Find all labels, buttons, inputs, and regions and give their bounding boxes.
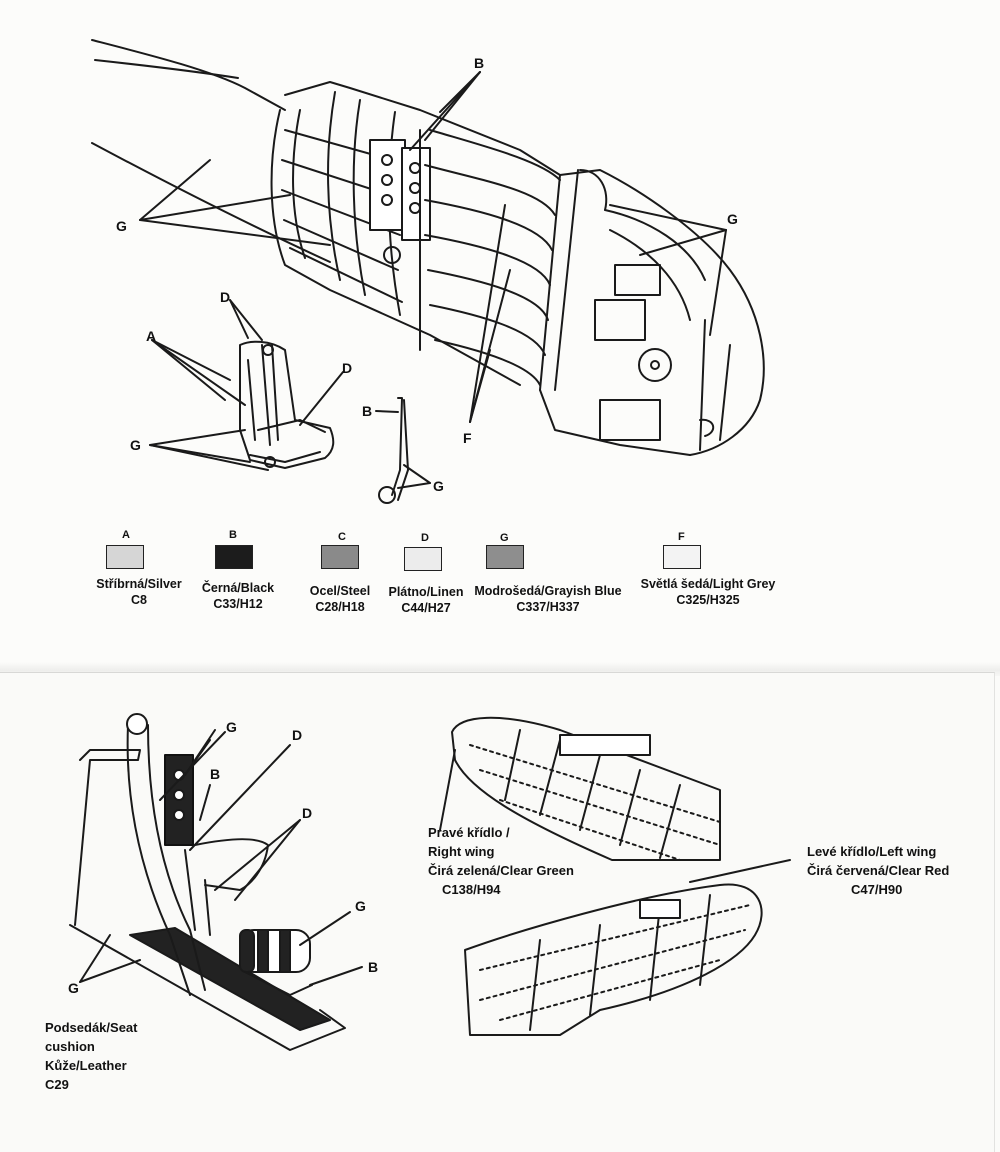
pedal-drawing	[375, 397, 431, 504]
left-wing-label: Levé křídlo/Left wing	[807, 844, 937, 859]
callout-g-seat-top: G	[130, 437, 141, 453]
palette-entry: Plátno/Linen C44/H27	[376, 584, 476, 616]
callout-a-seat-top: A	[146, 328, 157, 344]
palette-swatch	[321, 545, 359, 569]
seat-cushion-material: Kůže/Leather	[45, 1058, 127, 1073]
palette-name: Plátno/Linen	[388, 585, 464, 599]
fuselage-cutaway-drawing	[91, 39, 765, 456]
palette-name: Černá/Black	[201, 581, 275, 595]
palette-letter: A	[122, 529, 130, 541]
palette-name: Modrošedá/Grayish Blue	[474, 584, 622, 598]
seat-bottom-drawing	[69, 713, 363, 1051]
palette-code: C8	[131, 593, 147, 607]
palette-letter: B	[229, 529, 237, 541]
palette-entry: Stříbrná/Silver C8	[84, 576, 194, 608]
right-wing-label-en: Right wing	[428, 844, 495, 859]
left-wing-drawing	[464, 859, 791, 1036]
palette-entry: Modrošedá/Grayish Blue C337/H337	[468, 583, 628, 615]
callout-g-fuselage-right: G	[727, 211, 738, 227]
palette-swatch	[663, 545, 701, 569]
seat-cushion-note: Podsedák/Seat cushion Kůže/Leather C29	[45, 1018, 138, 1094]
palette-name: Ocel/Steel	[309, 584, 371, 598]
callout-g-pedal: G	[433, 478, 444, 494]
palette-entry: Černá/Black C33/H12	[188, 580, 288, 612]
callout-d-seat-bottom-top: D	[292, 727, 303, 743]
callout-d-seat-bottom-mid: D	[302, 805, 313, 821]
palette-code: C44/H27	[401, 601, 451, 615]
left-wing-note: Levé křídlo/Left wing Čirá červená/Clear…	[807, 842, 949, 899]
seat-cushion-label-2: cushion	[45, 1039, 95, 1054]
palette-letter: G	[500, 532, 509, 544]
palette-letter: D	[421, 532, 429, 544]
palette-entry: Ocel/Steel C28/H18	[290, 583, 390, 615]
callout-d2-seat-top: D	[342, 360, 353, 376]
callout-b-fuselage: B	[474, 55, 485, 71]
callout-b-pedal: B	[362, 403, 373, 419]
palette-swatch	[106, 545, 144, 569]
callout-g-fuselage-left: G	[116, 218, 127, 234]
seat-cushion-code: C29	[45, 1077, 69, 1092]
callout-g-seat-bottom-left: G	[68, 980, 79, 996]
lower-sheet	[0, 672, 995, 1152]
palette-code: C33/H12	[213, 597, 263, 611]
palette-name: Stříbrná/Silver	[96, 577, 182, 591]
right-wing-label: Pravé křídlo /	[428, 825, 510, 840]
palette-swatch	[404, 547, 442, 571]
callout-g-seat-bottom-mid: G	[355, 898, 366, 914]
callout-f-fuselage: F	[463, 430, 472, 446]
palette-code: C325/H325	[676, 593, 740, 607]
left-wing-code: C47/H90	[851, 882, 903, 897]
palette-letter: C	[338, 531, 346, 543]
palette-letter: F	[678, 531, 685, 543]
left-wing-color: Čirá červená/Clear Red	[807, 863, 950, 878]
callout-d-seat-top: D	[220, 289, 231, 305]
right-wing-color: Čirá zelená/Clear Green	[428, 863, 574, 878]
seat-cushion-label: Podsedák/Seat	[45, 1020, 138, 1035]
callout-b-seat-bottom-low: B	[368, 959, 379, 975]
palette-entry: Světlá šedá/Light Grey C325/H325	[630, 576, 786, 608]
palette-code: C337/H337	[516, 600, 580, 614]
seat-top-drawing	[149, 299, 344, 471]
callout-g-seat-bottom-top: G	[226, 719, 237, 735]
palette-swatch	[215, 545, 253, 569]
right-wing-note: Pravé křídlo / Right wing Čirá zelená/Cl…	[428, 823, 574, 899]
right-wing-code: C138/H94	[442, 882, 501, 897]
palette-name: Světlá šedá/Light Grey	[640, 577, 776, 591]
right-wing-drawing	[439, 716, 721, 861]
palette-swatch	[486, 545, 524, 569]
callout-b-seat-bottom-panel: B	[210, 766, 221, 782]
palette-code: C28/H18	[315, 600, 365, 614]
